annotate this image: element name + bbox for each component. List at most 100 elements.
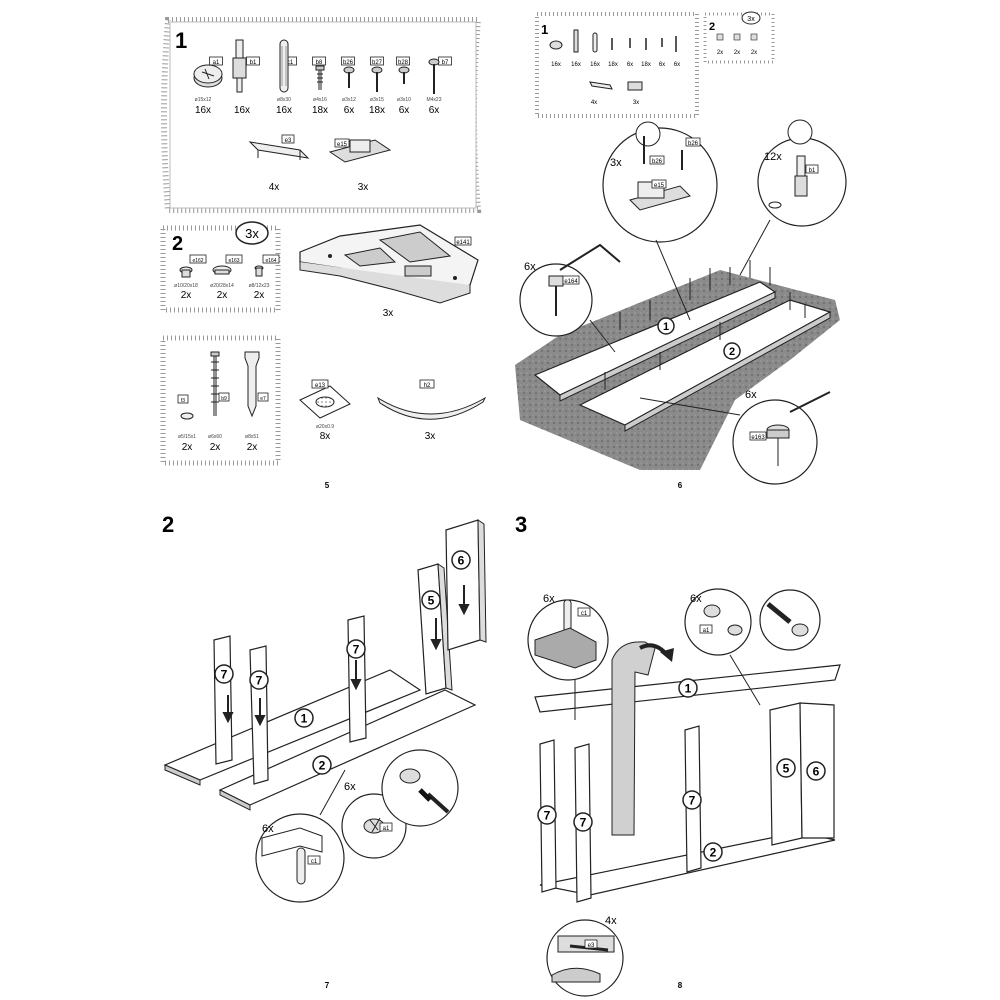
part-size: ø20/28x14 <box>210 283 234 289</box>
part-code: e163 <box>228 258 239 264</box>
part-size: ø10/20x18 <box>174 283 198 289</box>
part-qty: 2x <box>717 50 723 56</box>
panel-label-circle <box>657 317 675 335</box>
cam-code: a1 <box>703 628 710 634</box>
part-size: ø5/15x1 <box>178 434 196 440</box>
page-number: 5 <box>325 481 330 490</box>
callout-right-glide <box>639 391 831 485</box>
panel-label-circle <box>249 670 269 690</box>
step-number: 2 <box>162 512 174 537</box>
part-code: e7 <box>260 396 266 402</box>
panel-label-circle <box>573 812 593 832</box>
panel-label: 1 <box>663 321 669 333</box>
mini-part <box>750 33 758 41</box>
code-box <box>225 254 243 264</box>
felt-pad-e13-drawing <box>299 385 351 419</box>
code-box <box>262 254 280 264</box>
part-qty: 16x <box>195 105 211 116</box>
panel-label-circle <box>421 590 441 610</box>
glide-code: e163 <box>751 435 765 441</box>
callout-qty: 4x <box>605 915 617 927</box>
panel-label-circle <box>806 761 826 781</box>
mini-part <box>716 33 724 41</box>
part-code: b26 <box>343 60 354 66</box>
glide-code: e164 <box>564 279 578 285</box>
step-number: 3 <box>515 512 527 537</box>
panel-label: 1 <box>301 711 308 725</box>
panel-label: 1 <box>685 681 692 695</box>
part-qty: 2x <box>734 50 740 56</box>
upright-7a <box>213 635 233 765</box>
part-code: c1 <box>287 60 294 66</box>
mini-part <box>733 33 741 41</box>
part-qty: 16x <box>551 62 561 68</box>
part-size: ø4x16 <box>313 97 327 103</box>
panel-label: 6 <box>813 764 820 778</box>
step-number: 2 <box>709 21 715 33</box>
part-qty: 16x <box>590 62 600 68</box>
part-qty: 6x <box>399 105 410 116</box>
dowel-code: c1 <box>581 611 588 617</box>
callout-qty: 6x <box>344 781 356 793</box>
screws-drawing <box>315 58 440 94</box>
board-dowels <box>604 260 806 390</box>
part-size: ø8/12x23 <box>249 283 270 289</box>
arc-h2-drawing <box>376 396 487 420</box>
parts-list: e162ø10/20x182xe163ø20/28x142xe164ø8/12x… <box>174 254 280 301</box>
part-code: b28 <box>398 60 409 66</box>
part-size: ø8x30 <box>277 97 291 103</box>
panel-label: 5 <box>783 761 790 775</box>
part-qty: 8x <box>320 431 331 442</box>
code-box <box>312 56 326 66</box>
parts-box-2: 2 3x <box>160 221 281 313</box>
screw-code: b26 <box>688 141 699 147</box>
handle-code: e3 <box>588 943 595 949</box>
panel-label-circle <box>294 708 314 728</box>
part-code: h2 <box>424 383 431 389</box>
panel-label: 7 <box>544 808 551 822</box>
panel-label-circle <box>723 342 741 360</box>
part-code: e13 <box>315 383 326 389</box>
callout-qty: 6x <box>543 593 555 605</box>
part-code: b7 <box>442 60 449 66</box>
code-box <box>257 392 269 402</box>
panel-label-circle <box>214 664 234 684</box>
panel-label-circle <box>346 639 366 659</box>
part-size: ø8x51 <box>245 434 259 440</box>
callout-qty: 3x <box>610 157 622 169</box>
part-qty: 2x <box>210 442 221 453</box>
cam-lock-a1-drawing <box>193 64 223 88</box>
part-code: b27 <box>372 60 383 66</box>
step-number: 1 <box>175 28 187 53</box>
page-number: 8 <box>678 981 683 990</box>
part-size: ø20x0.9 <box>316 424 334 430</box>
panel-label: 2 <box>729 346 735 358</box>
parts-list: a1ø15x1216xb116xc1ø8x3016xb8ø4x1618xb26ø… <box>195 56 452 193</box>
part-qty: 6x <box>674 62 680 68</box>
part-code: e15 <box>337 142 348 148</box>
callout-screwdriver <box>759 589 821 651</box>
part-size: ø3x12 <box>342 97 356 103</box>
handle-e3-drawing <box>248 141 310 160</box>
part-size: ø3x15 <box>370 97 384 103</box>
part-code: e164 <box>265 258 276 264</box>
set-count: 3x <box>245 226 259 241</box>
step-number: 1 <box>541 22 548 37</box>
panel-label-circle <box>682 790 702 810</box>
callout-qty: 6x <box>262 823 274 835</box>
part-code: b9 <box>221 396 227 402</box>
panel-label: 7 <box>221 667 228 681</box>
mini-parts-drawings <box>549 29 677 91</box>
part-qty: 6x <box>627 62 633 68</box>
page-number: 7 <box>325 981 330 990</box>
board-labels: 12 <box>657 317 741 360</box>
panel-label-circle <box>451 550 471 570</box>
callout-qty: 6x <box>524 261 536 273</box>
part-qty: 18x <box>608 62 618 68</box>
part-qty: 6x <box>344 105 355 116</box>
